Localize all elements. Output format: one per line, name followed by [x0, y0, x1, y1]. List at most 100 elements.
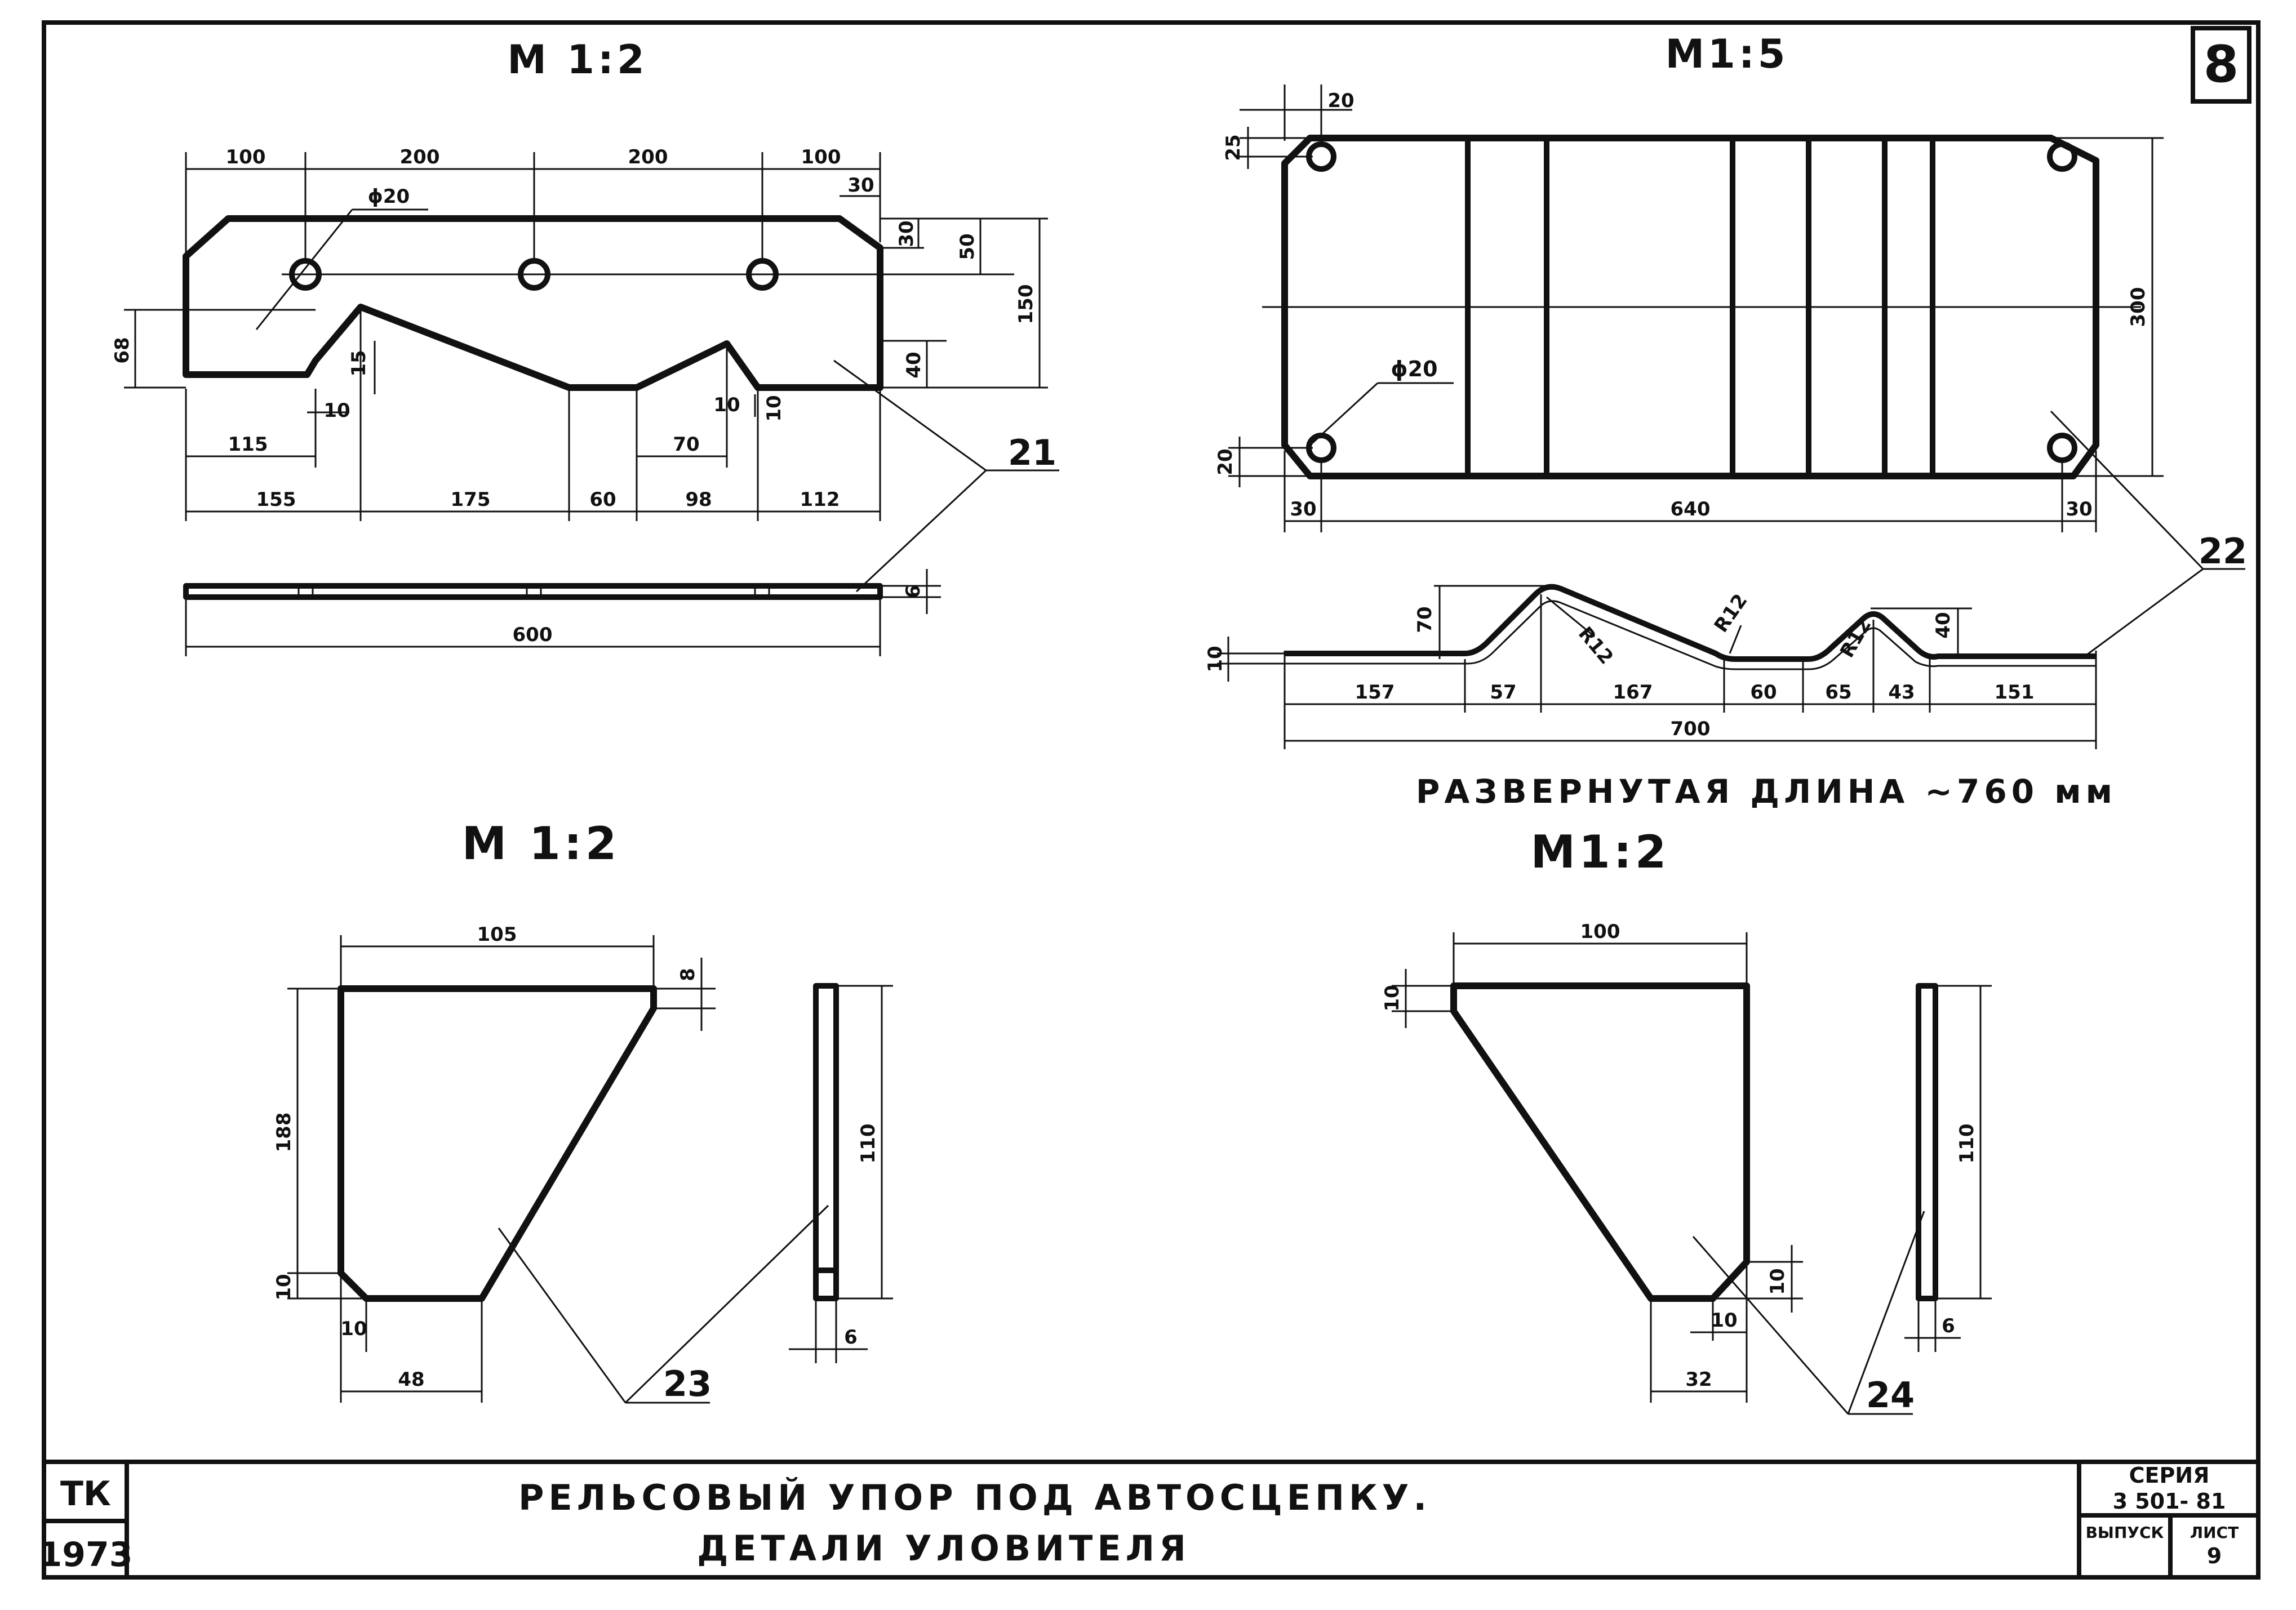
pos-21-leader: [833, 359, 987, 472]
part-23-scale: M 1:2: [462, 817, 620, 870]
dim-70: 70: [673, 433, 699, 456]
part-23-plate-outline: [337, 985, 657, 1302]
issue-label: ВЫПУСК: [2086, 1523, 2164, 1542]
part-22-scale: M1:5: [1665, 31, 1788, 77]
dim-151: 151: [1995, 681, 2035, 704]
dim-200-right: 200: [628, 146, 668, 168]
pos-23-leader: [624, 1204, 829, 1404]
radius-leader: [1546, 596, 1595, 638]
title-block: ТК 1973 РЕЛЬСОВЫЙ УПОР ПОД АВТОСЦЕПКУ. Д…: [39, 1460, 2258, 1577]
radius-label-2: R12: [1710, 590, 1752, 637]
dim-10-right: 10: [1766, 1268, 1789, 1295]
dim-32: 32: [1685, 1368, 1712, 1391]
dim-30-right: 30: [2066, 498, 2092, 521]
title-year: 1973: [39, 1535, 133, 1575]
part-22-hole-tr: [2047, 141, 2077, 172]
dim-157: 157: [1355, 681, 1395, 704]
dim-20-bottom: 20: [1214, 448, 1237, 475]
dim-10-a: 10: [323, 399, 350, 422]
dim-70-profile: 70: [1414, 606, 1436, 633]
sheet-frame: [42, 20, 2261, 1580]
dim-98: 98: [685, 488, 712, 511]
pos-23-leader: [498, 1227, 627, 1403]
dim-20-top: 20: [1327, 90, 1354, 112]
dim-65: 65: [1825, 681, 1851, 704]
dim-40-profile: 40: [1932, 612, 1955, 638]
part-24-view: M1:2 100 10 10 10 32 110 6: [1381, 826, 1992, 1416]
part-23-side-height: 110: [857, 1124, 880, 1164]
part-23-view: M 1:2 105 8 188 10 10 48 110: [273, 817, 893, 1404]
part-21-side-view: [183, 583, 883, 600]
radius-leader: [1729, 625, 1742, 654]
dim-50: 50: [956, 233, 979, 260]
part-21-plate-outline: [183, 215, 883, 391]
pos-24-leader: [1847, 1211, 1925, 1415]
dim-175: 175: [451, 488, 491, 511]
dim-10-c: 10: [763, 395, 785, 421]
hole-leader: [1306, 382, 1379, 449]
part-24-plate-outline: [1450, 982, 1750, 1302]
dim-100: 100: [1580, 920, 1620, 943]
pos-22-leader: [2050, 410, 2204, 570]
sheet-number-box: [2191, 26, 2251, 104]
sheet-value: 9: [2207, 1544, 2222, 1568]
part-22-bent-profile: [1285, 584, 2096, 662]
part-24-scale: M1:2: [1531, 826, 1670, 878]
dim-48: 48: [398, 1368, 424, 1391]
title-org: ТК: [60, 1474, 111, 1514]
dim-25: 25: [1222, 134, 1245, 161]
part-24-side-view: [1916, 983, 1938, 1301]
part-21-length: 600: [513, 624, 553, 646]
dim-188: 188: [273, 1113, 295, 1153]
part-22-hole-br: [2047, 433, 2077, 463]
dim-43: 43: [1888, 681, 1915, 704]
dim-105: 105: [477, 923, 517, 946]
pos-21-leader: [855, 469, 987, 593]
part-23-side-view: [813, 983, 839, 1301]
dim-112: 112: [800, 488, 840, 511]
dim-30-right: 30: [895, 220, 918, 247]
dim-10-top: 10: [1381, 985, 1404, 1011]
dim-68: 68: [111, 337, 134, 363]
sheet-number: 8: [2204, 35, 2239, 94]
dim-15: 15: [348, 350, 370, 376]
part-24-side-height: 110: [1956, 1124, 1978, 1164]
dim-300: 300: [2127, 287, 2150, 327]
pos-24-leader: [1692, 1236, 1849, 1415]
drawing-title-line1: РЕЛЬСОВЫЙ УПОР ПОД АВТОСЦЕПКУ.: [518, 1477, 1431, 1518]
series-value: 3 501- 81: [2113, 1489, 2226, 1514]
radius-label-1: R12: [1574, 622, 1618, 669]
part-21-view: M 1:2 100 200 200 100 30 ϕ20 30 50: [111, 37, 1059, 656]
part-22-bent-profile-inner: [1285, 600, 2096, 670]
part-21-scale: M 1:2: [507, 37, 647, 83]
sheet-label: ЛИСТ: [2190, 1523, 2239, 1542]
drawing-title-line2: ДЕТАЛИ УЛОВИТЕЛЯ: [697, 1528, 1191, 1569]
dim-60-profile: 60: [1750, 681, 1777, 704]
part-21-thickness: 6: [902, 585, 925, 598]
part-24-position: 24: [1866, 1375, 1915, 1416]
series-label: СЕРИЯ: [2129, 1463, 2210, 1488]
dim-100-left: 100: [226, 146, 266, 168]
dim-150: 150: [1015, 284, 1037, 324]
dim-10-bottom: 10: [340, 1318, 367, 1340]
part-23-position: 23: [663, 1363, 712, 1404]
part-21-position: 21: [1008, 432, 1056, 473]
dim-57: 57: [1490, 681, 1516, 704]
dim-40: 40: [903, 352, 925, 378]
dim-200-left: 200: [400, 146, 440, 168]
pos-22-leader: [2084, 568, 2204, 657]
dim-8: 8: [677, 968, 699, 981]
part-23-side-thickness: 6: [844, 1326, 858, 1349]
dim-10-profile: 10: [1204, 646, 1227, 672]
dim-10-bottom: 10: [1711, 1309, 1737, 1332]
part-21-hole-label: ϕ20: [368, 185, 410, 208]
developed-length-note: РАЗВЕРНУТАЯ ДЛИНА ~760 мм: [1416, 772, 2117, 811]
dim-100-right: 100: [801, 146, 841, 168]
dim-10-left: 10: [273, 1274, 295, 1300]
dim-60: 60: [589, 488, 616, 511]
dim-155: 155: [256, 488, 296, 511]
dim-640: 640: [1671, 498, 1711, 521]
dim-115: 115: [228, 433, 268, 456]
part-22-view: M1:5 20 25 300 ϕ20: [1204, 31, 2247, 811]
hole-leader: [255, 209, 353, 330]
